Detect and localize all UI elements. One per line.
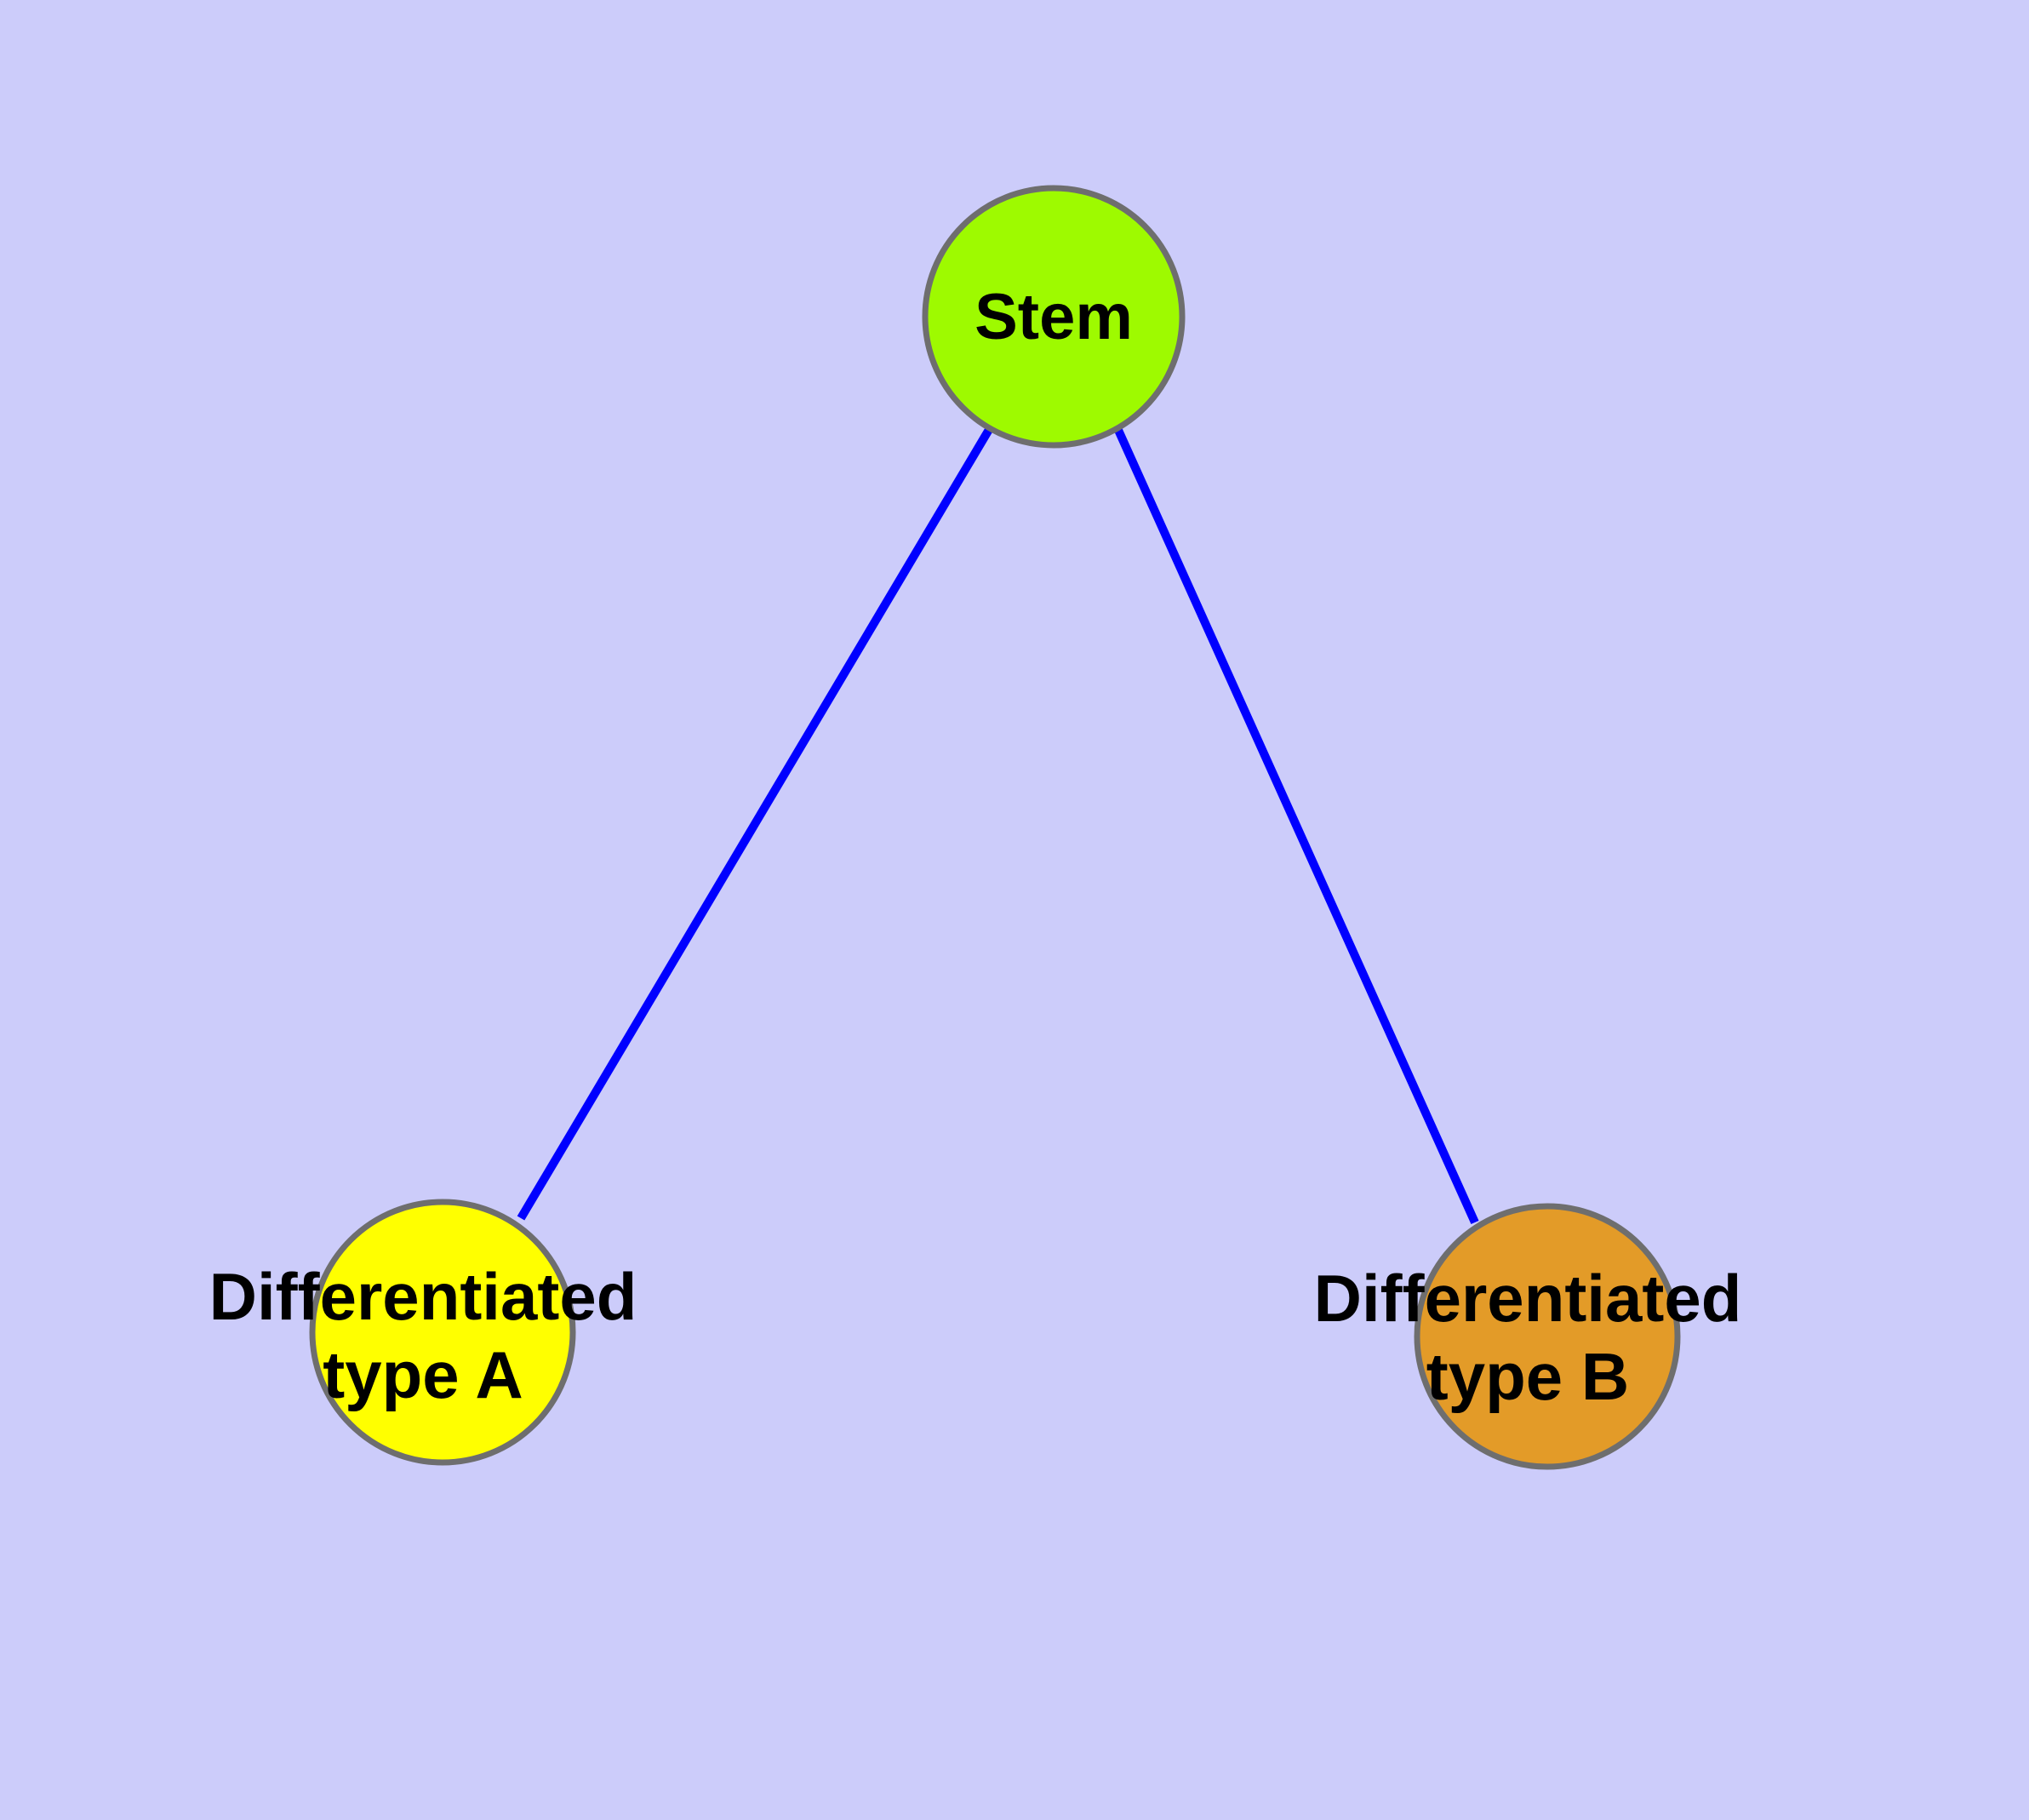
edges-layer <box>517 426 1479 1225</box>
node-stem-circle[interactable] <box>922 185 1186 449</box>
edge-stem-to-diff-b[interactable] <box>1113 426 1479 1225</box>
node-differentiated-type-a-circle[interactable] <box>309 1199 576 1466</box>
node-stem-label: Stem <box>974 281 1133 353</box>
edge-stem-to-diff-a[interactable] <box>517 426 994 1221</box>
node-differentiated-type-b-circle[interactable] <box>1414 1203 1681 1470</box>
node-stem[interactable]: Stem <box>922 185 1186 449</box>
